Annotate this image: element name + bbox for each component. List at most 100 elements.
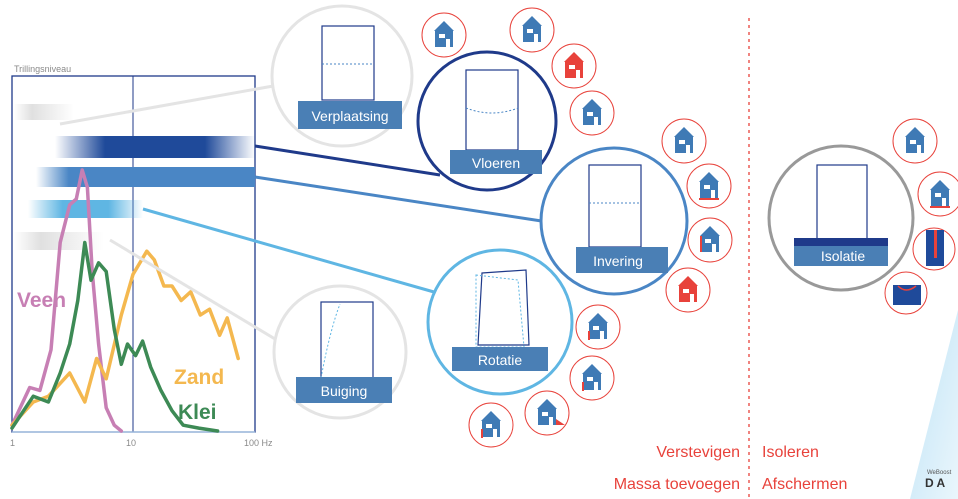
house-roof-icon	[700, 226, 720, 236]
house-roof-icon	[582, 364, 602, 374]
house-door-icon	[534, 34, 538, 42]
house-body-icon	[701, 235, 719, 252]
measure-massa-toevoegen: Massa toevoegen	[614, 476, 740, 493]
house-roof-icon	[930, 180, 950, 190]
label-buiging: Buiging	[321, 383, 368, 399]
measure-isoleren: Isoleren	[762, 444, 819, 461]
connector-invering	[254, 175, 549, 224]
house-window-icon	[569, 65, 575, 69]
house-door-icon	[600, 331, 604, 339]
measure-afschermen: Afschermen	[762, 476, 847, 493]
connector-buiging	[109, 238, 291, 350]
house-body-icon	[906, 136, 924, 153]
house-window-icon	[935, 193, 941, 197]
series-label-zand: Zand	[174, 366, 224, 389]
band-rotatie	[28, 200, 143, 218]
house-window-icon	[587, 377, 593, 381]
reinforcement-strip	[930, 206, 950, 208]
house-badge	[917, 171, 958, 217]
x-tick-10: 10	[126, 438, 136, 448]
house-badge	[551, 43, 597, 89]
band-vloeren	[55, 136, 255, 158]
reinforcement-bar	[588, 331, 590, 340]
reinforcement-strip	[699, 198, 719, 200]
house-badge	[687, 217, 733, 263]
vibration-chart: Trillingsniveau 1 10 100 Hz Veen Zand Kl…	[10, 64, 273, 448]
house-window-icon	[704, 185, 710, 189]
house-roof-icon	[537, 399, 557, 409]
house-badge	[569, 355, 615, 401]
reinforcement-bar	[582, 382, 584, 391]
measure-verstevigen: Verstevigen	[656, 444, 740, 461]
bending-line	[320, 303, 341, 379]
house-body-icon	[589, 322, 607, 339]
y-axis-label: Trillingsniveau	[14, 64, 71, 74]
house-badge	[468, 402, 514, 448]
house-door-icon	[446, 39, 450, 47]
house-body-icon	[583, 108, 601, 125]
house-window-icon	[705, 239, 711, 243]
house-body-icon	[565, 61, 583, 78]
house-roof-icon	[588, 313, 608, 323]
house-window-icon	[527, 29, 533, 33]
label-isolatie: Isolatie	[821, 248, 866, 264]
house-badge	[421, 12, 467, 58]
house-door-icon	[711, 190, 715, 198]
series-label-veen: Veen	[17, 289, 66, 312]
circle-verplaatsing: Verplaatsing	[270, 4, 414, 148]
house-door-icon	[594, 117, 598, 125]
house-badge	[686, 163, 732, 209]
logo-line1: WeBoost	[927, 470, 952, 476]
circle-vloeren: Vloeren	[416, 50, 558, 192]
foundation-block	[794, 246, 888, 266]
connector-rotatie	[142, 207, 435, 294]
series-label-klei: Klei	[178, 401, 217, 424]
foundation-block	[452, 347, 548, 371]
label-verplaatsing: Verplaatsing	[311, 108, 388, 124]
house-roof-icon	[699, 172, 719, 182]
house-badges	[421, 7, 958, 448]
series-line-zand	[10, 249, 240, 427]
connector-verplaatsing	[59, 81, 291, 126]
house-window-icon	[683, 289, 689, 293]
trench-curve	[897, 285, 917, 291]
house-door-icon	[712, 244, 716, 252]
foundation-block	[450, 150, 542, 174]
house-badge	[509, 7, 555, 53]
house-body-icon	[435, 30, 453, 47]
house-roof-icon	[564, 52, 584, 62]
house-window-icon	[486, 424, 492, 428]
house-door-icon	[594, 382, 598, 390]
house-door-icon	[690, 294, 694, 302]
label-invering: Invering	[593, 253, 643, 269]
series-layer	[10, 168, 240, 433]
isolation-layer	[794, 238, 888, 246]
foundation-block	[576, 247, 668, 273]
house-badge	[575, 304, 621, 350]
foundation-block	[298, 101, 402, 129]
connector-vloeren	[254, 144, 441, 177]
house-door-icon	[576, 70, 580, 78]
house-body-icon	[675, 136, 693, 153]
building-outline	[321, 25, 375, 101]
circle-buiging: Buiging	[272, 284, 408, 420]
house-body-icon	[931, 189, 949, 206]
house-roof-icon	[674, 127, 694, 137]
foundation-block	[296, 377, 392, 403]
trench-block	[893, 285, 921, 305]
house-roof-icon	[481, 411, 501, 421]
house-body-icon	[583, 373, 601, 390]
circle-ring	[767, 144, 915, 292]
screen-slot	[934, 230, 937, 258]
house-roof-icon	[678, 276, 698, 286]
house-door-icon	[493, 429, 497, 437]
x-tick-1: 1	[10, 438, 15, 448]
label-vloeren: Vloeren	[472, 155, 520, 171]
connector-lines	[59, 81, 549, 350]
band-invering	[36, 167, 255, 187]
house-badge	[524, 390, 570, 436]
house-door-icon	[686, 145, 690, 153]
series-line-klei	[10, 240, 220, 433]
logo-line2: D A	[925, 476, 946, 490]
house-body-icon	[679, 285, 697, 302]
